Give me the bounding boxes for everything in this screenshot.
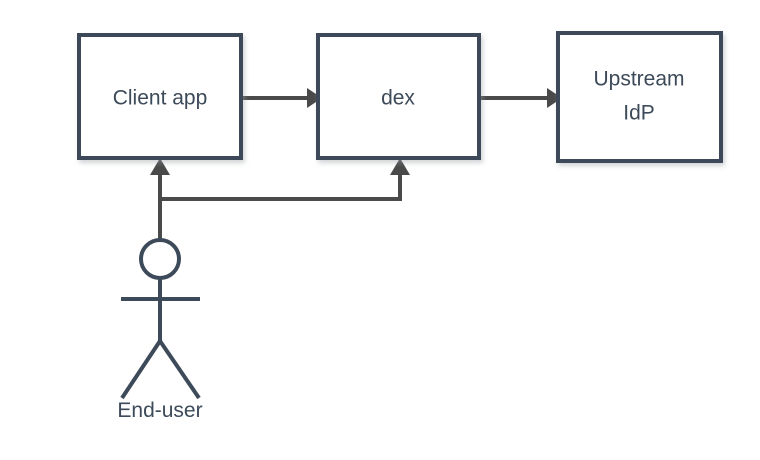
actor-left-leg-icon [120, 339, 162, 400]
edge-client-app-to-dex [241, 88, 322, 108]
node-client-app[interactable]: Client app [77, 33, 243, 160]
node-upstream-idp-box[interactable] [556, 31, 723, 163]
node-upstream-idp[interactable]: Upstream IdP [556, 31, 723, 163]
arrow-head-icon [390, 158, 410, 175]
node-dex[interactable]: dex [316, 33, 481, 160]
arrow-head-icon [150, 158, 170, 175]
edge-dex-to-upstream-idp [479, 88, 562, 108]
node-client-app-box[interactable] [77, 33, 243, 160]
edge-end-user-to-dex-path [160, 174, 402, 201]
actor-end-user-label: End-user [117, 399, 202, 422]
node-dex-label: dex [381, 87, 415, 110]
node-client-app-label: Client app [113, 87, 208, 110]
node-dex-box[interactable] [316, 33, 481, 160]
edge-end-user-to-dex [160, 158, 410, 201]
node-upstream-idp-label-line1: Upstream [593, 68, 684, 91]
actor-end-user[interactable]: End-user [117, 238, 203, 422]
edge-end-user-to-client-app [150, 158, 170, 240]
node-upstream-idp-label-line2: IdP [623, 102, 655, 125]
arrow-head-icon [307, 88, 322, 108]
arrow-head-icon [547, 88, 562, 108]
actor-right-leg-icon [158, 339, 201, 400]
actor-head-icon [139, 238, 181, 280]
